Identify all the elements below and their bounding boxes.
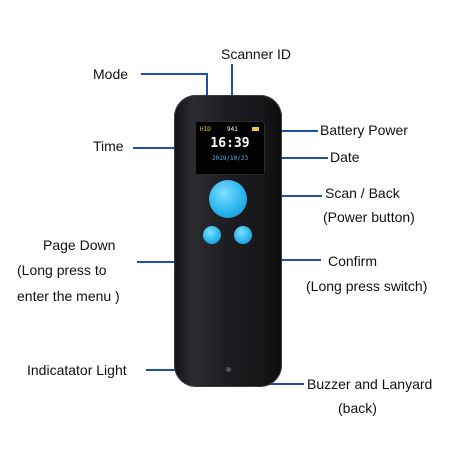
scanner-id-leader — [231, 64, 233, 124]
label-long-press-to: (Long press to — [17, 262, 107, 278]
mode-leader-h — [141, 73, 207, 75]
label-long-press-switch: (Long press switch) — [306, 278, 428, 294]
screen-mode: HID — [200, 126, 211, 133]
label-confirm: Confirm — [328, 253, 378, 269]
label-power-button: (Power button) — [323, 209, 415, 225]
date-leader — [238, 157, 328, 159]
label-scan-back: Scan / Back — [325, 185, 400, 201]
label-page-down: Page Down — [43, 237, 116, 253]
confirm-button[interactable] — [234, 226, 252, 244]
battery-leader — [258, 130, 318, 132]
scanner-screen: HID 941 16:39 2019/10/23 — [195, 121, 265, 175]
buzzer-leader — [268, 383, 304, 385]
label-back: (back) — [338, 400, 377, 416]
indicator-light — [226, 367, 231, 372]
label-mode: Mode — [93, 66, 129, 82]
label-date: Date — [330, 149, 360, 165]
screen-date: 2019/10/23 — [211, 155, 249, 162]
page-down-button[interactable] — [203, 226, 221, 244]
screen-time: 16:39 — [210, 136, 250, 151]
battery-icon — [252, 127, 259, 131]
label-scanner-id: Scanner ID — [221, 46, 292, 62]
scan-back-button[interactable] — [209, 180, 247, 218]
label-time: Time — [93, 138, 124, 154]
screen-scanner-id: 941 — [227, 126, 238, 133]
time-leader — [133, 147, 197, 149]
label-battery-power: Battery Power — [320, 122, 408, 138]
label-buzzer-lanyard: Buzzer and Lanyard — [307, 376, 433, 392]
label-indicator-light: Indicatator Light — [27, 362, 127, 378]
label-enter-menu: enter the menu ) — [17, 288, 120, 304]
